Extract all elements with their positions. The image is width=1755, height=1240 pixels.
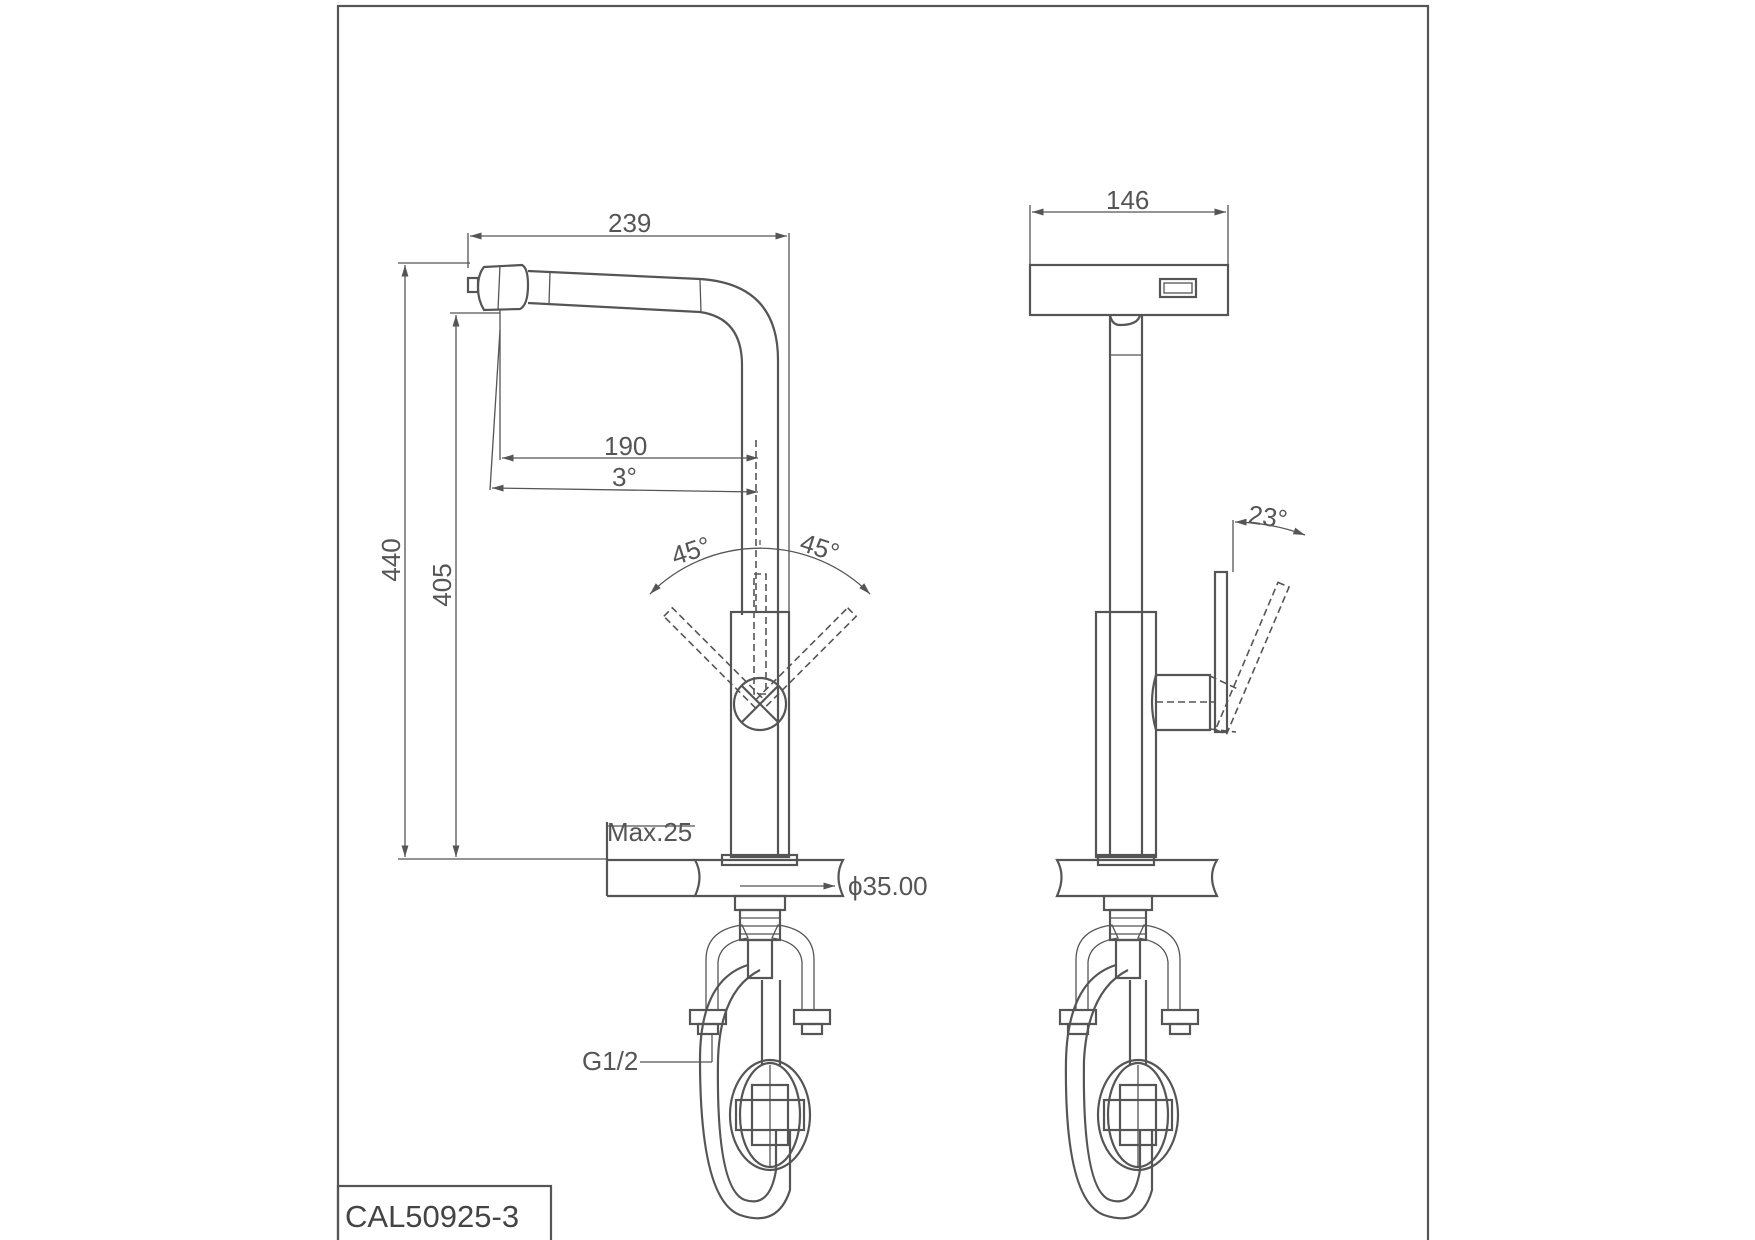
dim-spout-reach: 190 [604, 431, 647, 461]
dim-spout-angle: 3° [612, 462, 637, 492]
dim-outlet-height: 405 [427, 563, 457, 606]
handle-left-angle: 45° [668, 530, 715, 571]
dim-hole-diameter: ϕ35.00 [848, 871, 928, 901]
drawing-frame [336, 4, 1430, 1240]
dim-spout-reach-total: 239 [608, 208, 651, 238]
dim-max-deck: Max.25 [607, 817, 692, 847]
front-view: 45° 45° [376, 208, 928, 1220]
model-code: CAL50925-3 [345, 1199, 519, 1234]
dim-side-width: 146 [1106, 185, 1149, 215]
dim-total-height: 440 [376, 538, 406, 581]
handle-right-angle: 45° [797, 527, 844, 568]
side-view: 23° 146 [1028, 185, 1306, 1220]
dim-side-handle-angle: 23° [1246, 499, 1289, 534]
dim-thread: G1/2 [582, 1046, 638, 1076]
title-block: CAL50925-3 [336, 1184, 553, 1240]
